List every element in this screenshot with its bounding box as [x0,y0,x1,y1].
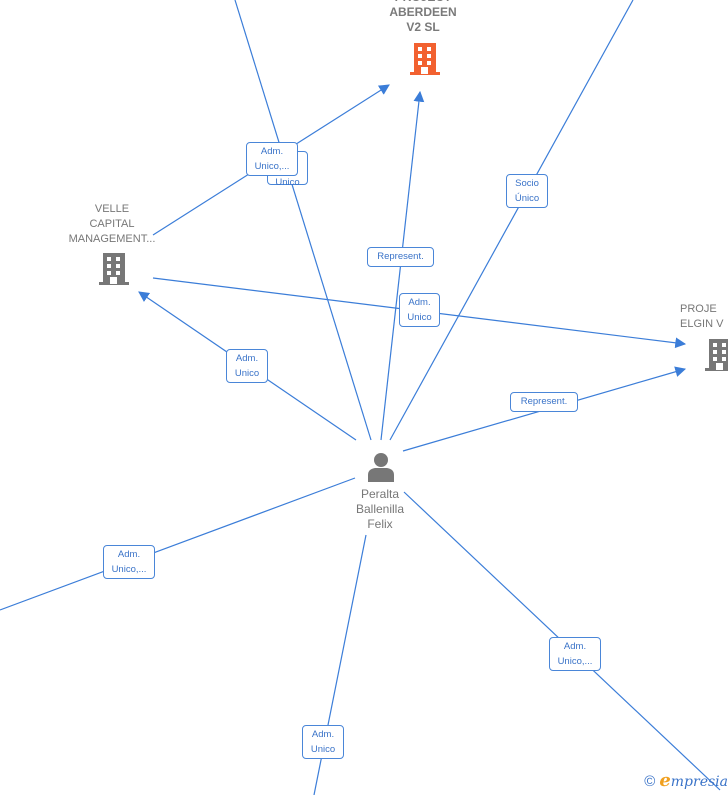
edge-label-adm-unico-dots-top[interactable]: Adm. Unico,... [246,142,298,176]
edge-label-adm-unico-bottom[interactable]: Adm. Unico [302,725,344,759]
node-label-person[interactable]: Peralta Ballenilla Felix [355,487,405,531]
building-icon[interactable] [408,42,442,76]
edge-person-to-offscreen-top-left[interactable] [234,0,372,441]
node-label-project-elgin[interactable]: PROJE ELGIN V [680,303,724,330]
edge-label-socio-unico[interactable]: Socio Único [506,174,548,208]
node-label-velle-capital[interactable]: VELLE CAPITAL MANAGEMENT... [68,203,156,245]
building-icon[interactable] [97,252,131,286]
brand-logo-initial: e [659,770,671,791]
edge-label-adm-unico-dots-right[interactable]: Adm. Unico,... [549,637,601,671]
edge-label-adm-unico-dots-left[interactable]: Adm. Unico,... [103,545,155,579]
brand-logo-text: mpresia [670,774,728,790]
empresia-watermark: ©empresia [644,770,728,791]
edge-label-represent-elgin[interactable]: Represent. [510,392,578,412]
node-label-project-aberdeen[interactable]: PROJECT ABERDEEN V2 SL [389,0,457,34]
copyright-symbol: © [644,773,656,790]
edge-person-to-offscreen-top-right[interactable] [389,0,634,441]
edge-label-adm-unico-elgin[interactable]: Adm. Unico [399,293,440,327]
edge-label-adm-unico-velle[interactable]: Adm. Unico [226,349,268,383]
person-icon[interactable] [366,451,396,483]
building-icon[interactable] [703,338,728,372]
edge-label-represent-aberdeen[interactable]: Represent. [367,247,434,267]
edge-person-to-offscreen-left[interactable] [0,477,356,611]
